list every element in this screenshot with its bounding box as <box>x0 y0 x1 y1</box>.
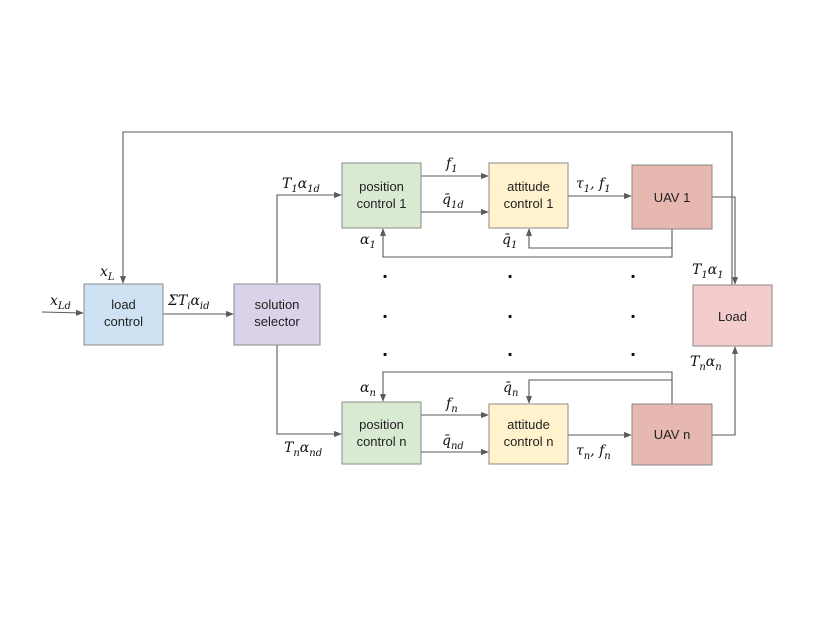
load-label: Load <box>718 309 747 324</box>
ellipsis-dot: · <box>382 307 388 326</box>
uav-n-block: UAV n <box>631 403 713 466</box>
label-tau1-f1: τ1​, f1​ <box>576 176 611 195</box>
position-control-n-box <box>341 401 422 465</box>
label-x-ld: xLd​ <box>50 293 71 312</box>
ellipsis-dot: · <box>630 307 636 326</box>
ellipsis-dot: · <box>630 267 636 286</box>
position-control-1-label-1: position <box>359 179 404 194</box>
ellipsis-dot: · <box>630 345 636 364</box>
label-q-bar-1: q̄1​ <box>502 232 517 251</box>
ellipsis-dot: · <box>382 345 388 364</box>
load-block: Load <box>692 284 773 347</box>
position-control-n-label-2: control n <box>357 434 407 449</box>
ellipsis-dot: · <box>382 267 388 286</box>
wire-x-l-feedback <box>119 131 733 285</box>
load-box <box>692 284 773 347</box>
label-sum-t-alpha: ΣTi​αid​ <box>167 293 210 312</box>
ellipsis-dot: · <box>507 307 513 326</box>
wire-alpha-1-feedback <box>379 228 673 258</box>
uav-1-box <box>631 164 713 230</box>
label-t1-alpha-1d: T1​α1d​ <box>282 176 320 195</box>
attitude-control-n-label-1: attitude <box>507 417 550 432</box>
label-alpha-1: α1​ <box>360 232 376 251</box>
position-control-n-block: position control n <box>341 401 422 465</box>
wire-uav1-to-load <box>712 196 739 285</box>
label-t1-alpha-1: T1​α1​ <box>692 262 724 281</box>
label-x-l: xL​ <box>100 264 115 283</box>
attitude-control-1-block: attitude control 1 <box>488 162 569 229</box>
solution-selector-box <box>233 283 321 346</box>
wire-uavn-to-load <box>712 346 739 436</box>
uav-1-block: UAV 1 <box>631 164 713 230</box>
solution-selector-block: solution selector <box>233 283 321 346</box>
wire-alpha-n-feedback <box>379 371 673 402</box>
attitude-control-1-box <box>488 162 569 229</box>
wire-selector-to-pc1 <box>276 191 342 283</box>
wires <box>41 131 739 456</box>
solution-selector-label-2: selector <box>254 314 300 329</box>
position-control-1-box <box>341 162 422 229</box>
wire-selector-to-pcn <box>276 345 342 438</box>
load-control-label-1: load <box>111 297 136 312</box>
wire-q-bar-n-feedback <box>525 379 673 404</box>
attitude-control-1-label-2: control 1 <box>504 196 554 211</box>
label-taun-fn: τn​, fn​ <box>576 443 611 462</box>
label-q-bar-1d: q̄1d​ <box>442 192 464 211</box>
attitude-control-n-box <box>488 403 569 465</box>
label-tn-alpha-nd: Tn​αnd​ <box>284 440 322 459</box>
solution-selector-label-1: solution <box>255 297 300 312</box>
ellipsis-dot: · <box>507 267 513 286</box>
ellipsis-dot: · <box>507 345 513 364</box>
label-f1: f1​ <box>445 156 458 175</box>
label-fn: fn​ <box>445 396 458 415</box>
load-control-label-2: control <box>104 314 143 329</box>
uav-n-label: UAV n <box>654 427 691 442</box>
attitude-control-n-label-2: control n <box>504 434 554 449</box>
wire-q-bar-1-feedback <box>525 228 673 249</box>
wire-x-ld <box>41 309 84 316</box>
position-control-1-block: position control 1 <box>341 162 422 229</box>
label-q-bar-n: q̄n​ <box>503 380 518 399</box>
uav-n-box <box>631 403 713 466</box>
attitude-control-1-label-1: attitude <box>507 179 550 194</box>
label-alpha-n: αn​ <box>360 380 376 399</box>
load-control-block: load control <box>83 283 164 346</box>
load-control-box <box>83 283 164 346</box>
ellipsis-dots: · · · · · · · · · <box>382 267 636 364</box>
attitude-control-n-block: attitude control n <box>488 403 569 465</box>
position-control-n-label-1: position <box>359 417 404 432</box>
label-q-bar-nd: q̄nd​ <box>442 433 464 452</box>
signal-labels: xLd​ xL​ ΣTi​αid​ T1​α1d​ Tn​αnd​ f1​ q̄… <box>50 156 724 462</box>
uav-1-label: UAV 1 <box>654 190 691 205</box>
position-control-1-label-2: control 1 <box>357 196 407 211</box>
label-tn-alpha-n: Tn​αn​ <box>690 354 722 373</box>
